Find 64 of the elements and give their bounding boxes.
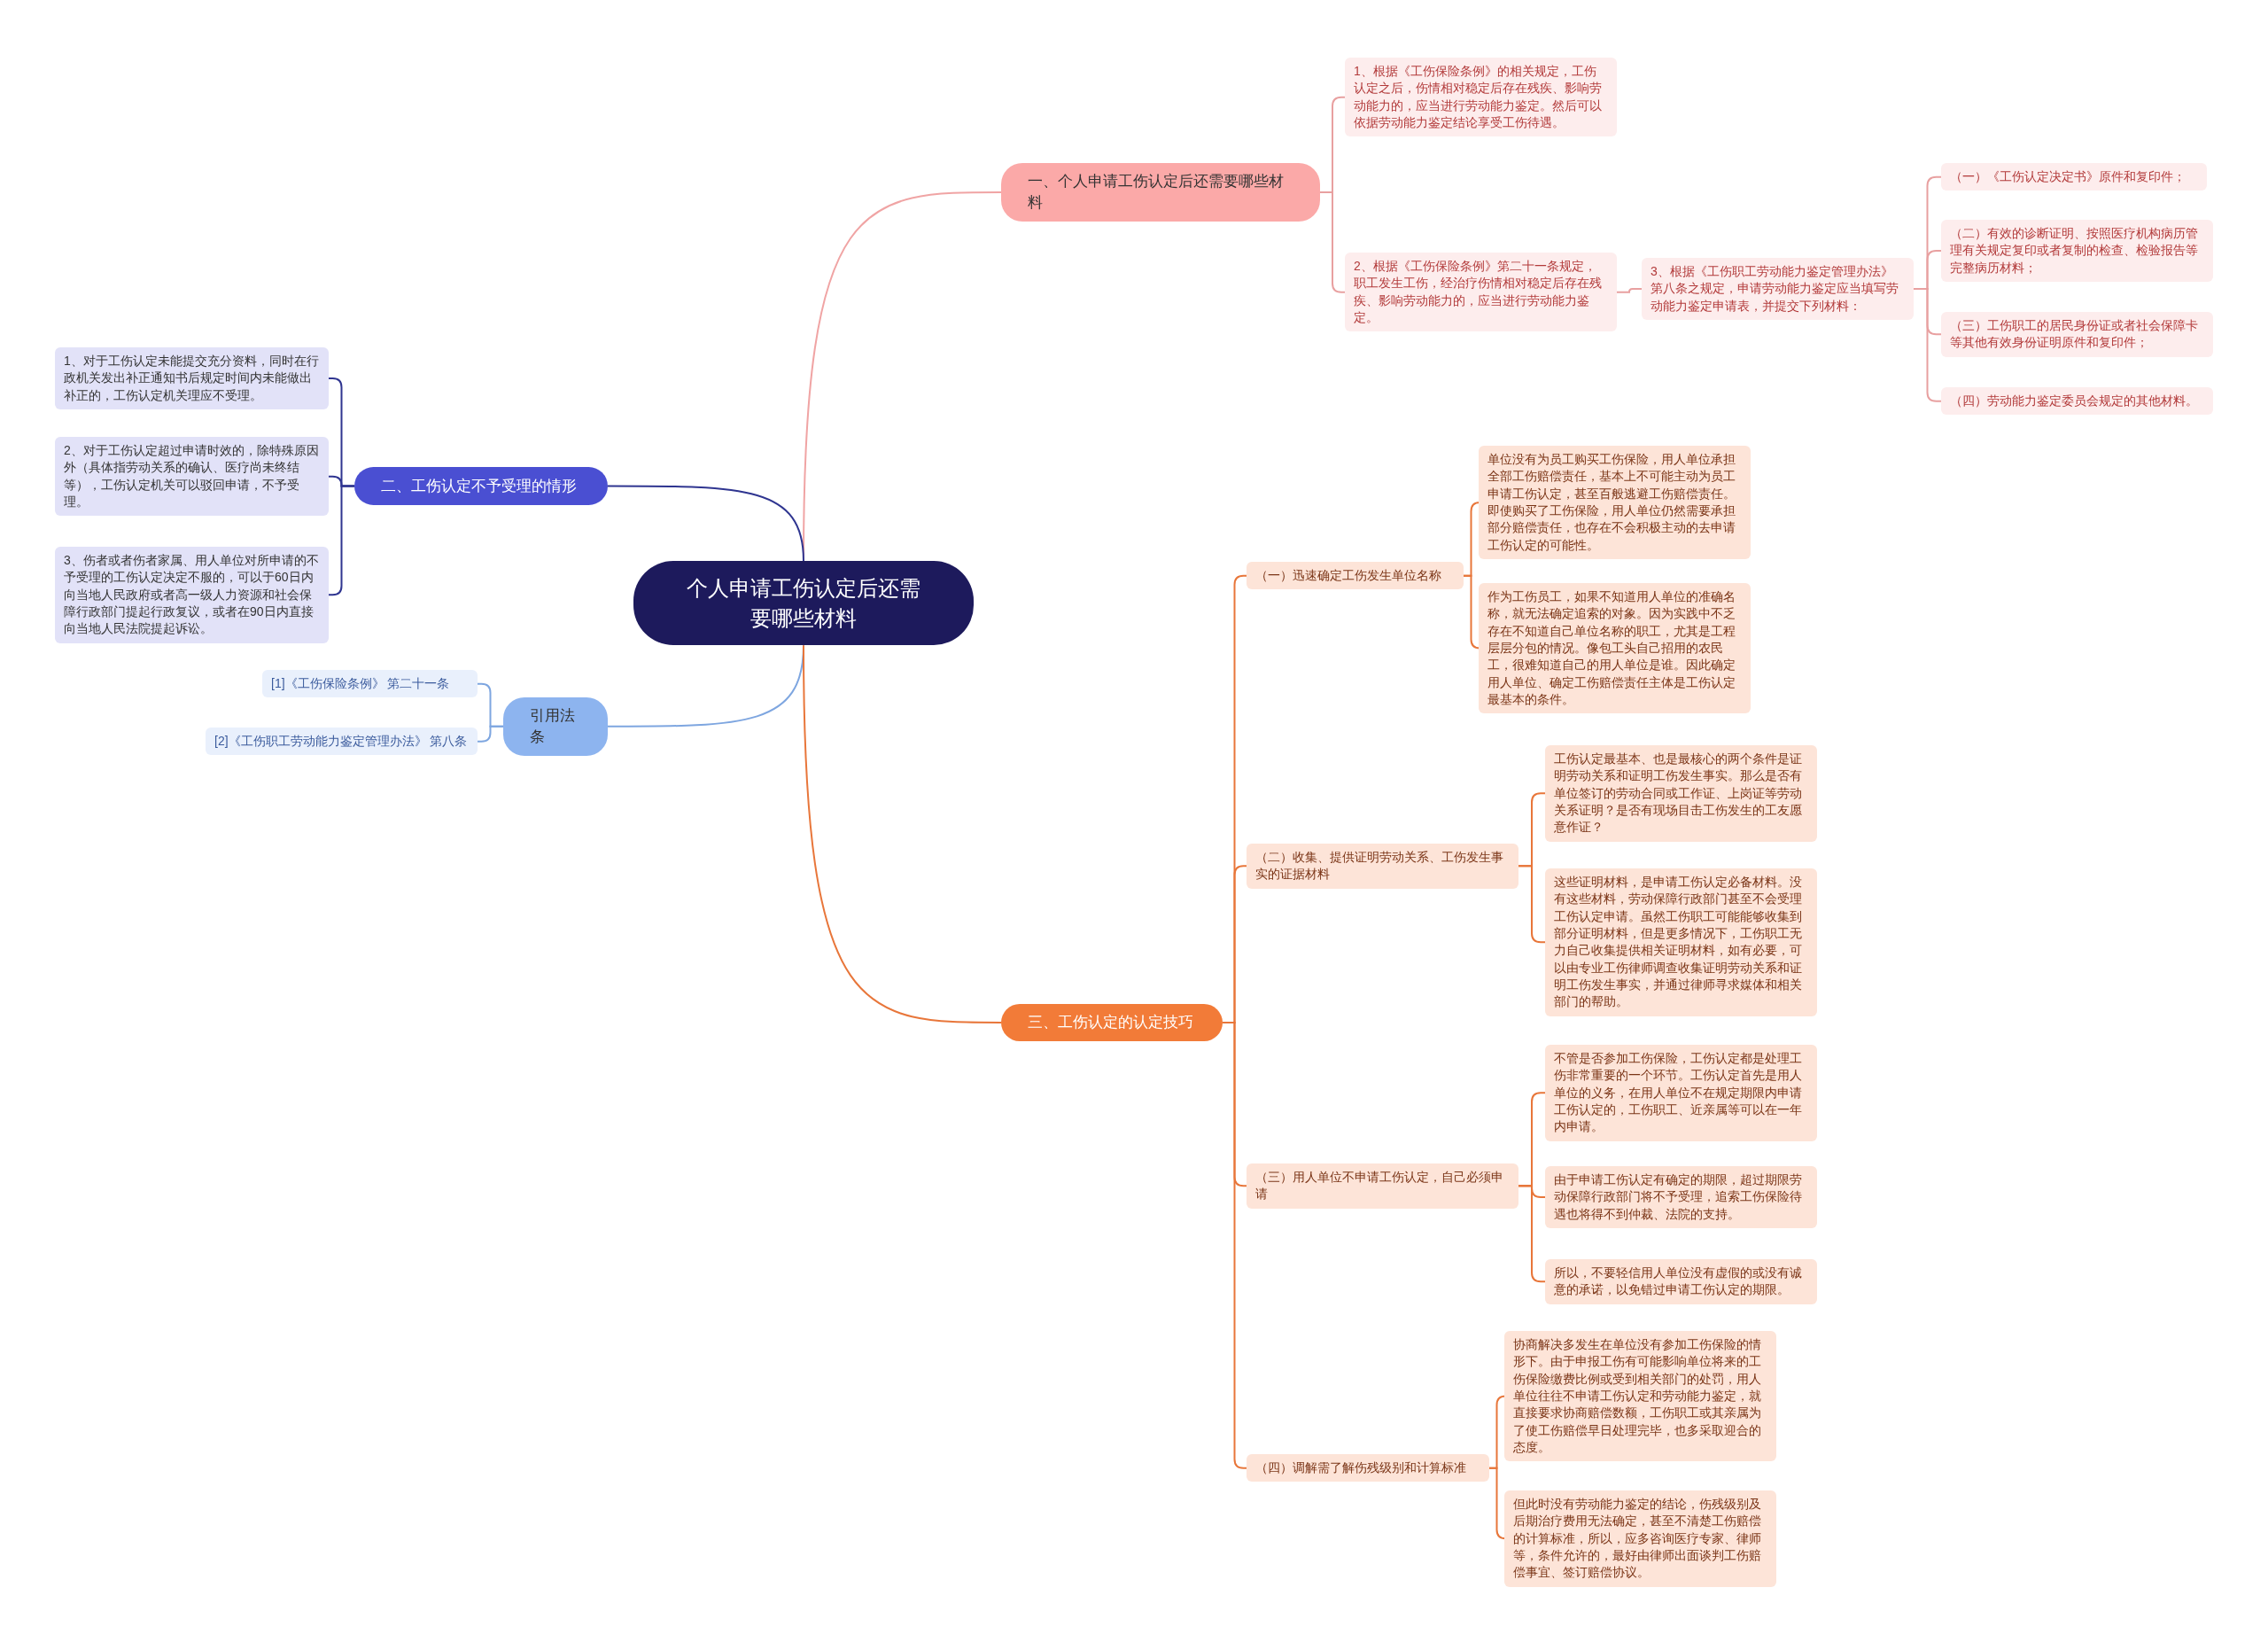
subtopic-card xyxy=(1941,163,2207,191)
subtopic-card xyxy=(55,437,329,517)
subtopic-text: 3、根据《工伤职工劳动能力鉴定管理办法》第八条之规定，申请劳动能力鉴定应当填写劳动能力鉴定申请表，并提交下列材料： xyxy=(1651,264,1899,313)
subtopic-card xyxy=(1545,1259,1817,1304)
subtopic-text: [2]《工伤职工劳动能力鉴定管理办法》 第八条 xyxy=(214,734,468,748)
subtopic-text: 2、根据《工伤保险条例》第二十一条规定，职工发生工伤，经治疗伤情相对稳定后存在残疾、影响劳动能力的，应当进行劳动能力鉴定。 xyxy=(1354,259,1602,324)
subtopic-card xyxy=(1479,583,1751,714)
subtopic-text: 不管是否参加工伤保险，工伤认定都是处理工伤非常重要的一个环节。工伤认定首先是用人单位的义务，在用人单位不在规定期限内申请工伤认定的，工伤职工、近亲属等可以在一年内申请。 xyxy=(1554,1051,1802,1134)
subtopic-card xyxy=(1545,745,1817,842)
subtopic-text: 单位没有为员工购买工伤保险，用人单位承担全部工伤赔偿责任，基本上不可能主动为员工申请工伤认定，甚至百般逃避工伤赔偿责任。即使购买了工伤保险，用人单位仍然需要承担部分赔偿责任，也存在不会积极主动的去申请工伤认定的可能性。 xyxy=(1487,452,1736,552)
subtopic-card xyxy=(1247,1163,1518,1209)
subtopic-text: （四）劳动能力鉴定委员会规定的其他材料。 xyxy=(1950,393,2198,408)
subtopic-text: 但此时没有劳动能力鉴定的结论，伤残级别及后期治疗费用无法确定，甚至不清楚工伤赔偿的计算标准，所以，应多咨询医疗专家、律师等，条件允许的，最好由律师出面谈判工伤赔偿事宜、签订赔偿协议。 xyxy=(1513,1497,1761,1580)
subtopic-text: （四）调解需了解伤残级别和计算标准 xyxy=(1255,1460,1466,1475)
topic-label: 引用法条 xyxy=(530,706,576,747)
subtopic-card xyxy=(1479,446,1751,559)
subtopic-card xyxy=(55,547,329,643)
subtopic-card xyxy=(1941,387,2213,416)
subtopic-card xyxy=(262,670,478,698)
subtopic-card xyxy=(1941,312,2213,357)
subtopic-card xyxy=(1504,1331,1776,1462)
subtopic-card xyxy=(1545,1166,1817,1228)
subtopic-text: 作为工伤员工，如果不知道用人单位的准确名称，就无法确定追索的对象。因为实践中不乏存在不知道自己单位名称的职工，尤其是工程层层分包的情况。像包工头自己招用的农民工，很难知道自己的用人单位是谁。因此确定用人单位、确定工伤赔偿责任主体是工伤认定最基本的条件。 xyxy=(1487,589,1736,706)
connector-line xyxy=(803,644,1002,1023)
subtopic-text: 1、根据《工伤保险条例》的相关规定，工伤认定之后，伤情相对稳定后存在残疾、影响劳动能力的，应当进行劳动能力鉴定。然后可以依据劳动能力鉴定结论享受工伤待遇。 xyxy=(1354,64,1602,129)
topic-label: 三、工伤认定的认定技巧 xyxy=(1028,1013,1193,1032)
subtopic-text: [1]《工伤保险条例》 第二十一条 xyxy=(271,676,450,690)
subtopic-text: 协商解决多发生在单位没有参加工伤保险的情形下。由于申报工伤有可能影响单位将来的工伤保险缴费比例或受到相关部门的处罚，用人单位往往不申请工伤认定和劳动能力鉴定，就直接要求协商赔偿数额，工伤职工或其亲属为了使工伤赔偿早日处理完毕，也多采取迎合的态度。 xyxy=(1513,1337,1761,1454)
subtopic-text: 所以，不要轻信用人单位没有虚假的或没有诚意的承诺，以免错过申请工伤认定的期限。 xyxy=(1554,1265,1802,1297)
topic-label: 一、个人申请工伤认定后还需要哪些材料 xyxy=(1028,172,1285,213)
subtopic-text: 1、对于工伤认定未能提交充分资料，同时在行政机关发出补正通知书后规定时间内未能做出补正的，工伤认定机关理应不受理。 xyxy=(64,354,319,402)
subtopic-card xyxy=(1247,1454,1489,1482)
subtopic-text: （一）《工伤认定决定书》原件和复印件； xyxy=(1950,169,2186,183)
subtopic-text: （二）收集、提供证明劳动关系、工伤发生事实的证据材料 xyxy=(1255,850,1503,882)
subtopic-text: 3、伤者或者伤者家属、用人单位对所申请的不予受理的工伤认定决定不服的，可以于60日内向当地人民政府或者高一级人力资源和社会保障行政部门提起行政复议，或者在90日内直接向当地人民法院提起诉讼。 xyxy=(64,553,319,636)
subtopic-card xyxy=(1941,220,2213,282)
branch-topic xyxy=(1001,1004,1223,1041)
subtopic-card xyxy=(1545,868,1817,1016)
subtopic-text: （三）工伤职工的居民身份证或者社会保障卡等其他有效身份证明原件和复印件； xyxy=(1950,318,2198,350)
subtopic-text: 这些证明材料，是申请工伤认定必备材料。没有这些材料，劳动保障行政部门甚至不会受理工伤认定申请。虽然工伤职工可能能够收集到部分证明材料，但是更多情况下，工伤职工无力自己收集提供相关证明材料，如有必要，可以由专业工伤律师调查收集证明劳动关系和证明工伤发生事实，并通过律师寻求媒体和相关部门的帮助。 xyxy=(1554,875,1802,1009)
connector-line xyxy=(477,725,504,743)
subtopic-text: （二）有效的诊断证明、按照医疗机构病历管理有关规定复印或者复制的检查、检验报告等完整病历材料； xyxy=(1950,226,2198,275)
connector-line xyxy=(1616,287,1643,293)
topic-label: 个人申请工伤认定后还需要哪些材料 xyxy=(686,575,921,632)
subtopic-text: 工伤认定最基本、也是最核心的两个条件是证明劳动关系和证明工伤发生事实。那么是否有单位签订的劳动合同或工作证、上岗证等劳动关系证明？是否有现场目击工伤发生的工友愿意作证？ xyxy=(1554,751,1802,835)
connector-line xyxy=(1913,287,1942,402)
subtopic-card xyxy=(1642,258,1914,320)
subtopic-card xyxy=(1345,58,1617,137)
subtopic-card xyxy=(55,347,329,409)
branch-topic xyxy=(354,467,608,505)
connector-line xyxy=(607,485,804,562)
subtopic-card xyxy=(1545,1045,1817,1141)
subtopic-card xyxy=(1247,844,1518,889)
branch-topic xyxy=(1001,163,1320,222)
topic-label: 二、工伤认定不予受理的情形 xyxy=(381,476,577,496)
subtopic-card xyxy=(206,728,478,756)
subtopic-card xyxy=(1345,253,1617,332)
subtopic-card xyxy=(1247,562,1464,590)
branch-topic xyxy=(503,697,608,756)
subtopic-text: （一）迅速确定工伤发生单位名称 xyxy=(1255,568,1441,582)
subtopic-card xyxy=(1504,1490,1776,1587)
subtopic-text: （三）用人单位不申请工伤认定，自己必须申请 xyxy=(1255,1170,1503,1202)
subtopic-text: 由于申请工伤认定有确定的期限，超过期限劳动保障行政部门将不予受理，追索工伤保险待遇也将得不到仲裁、法院的支持。 xyxy=(1554,1172,1802,1221)
subtopic-text: 2、对于工伤认定超过申请时效的，除特殊原因外（具体指劳动关系的确认、医疗尚未终结等），工伤认定机关可以驳回申请，不予受理。 xyxy=(64,443,319,509)
